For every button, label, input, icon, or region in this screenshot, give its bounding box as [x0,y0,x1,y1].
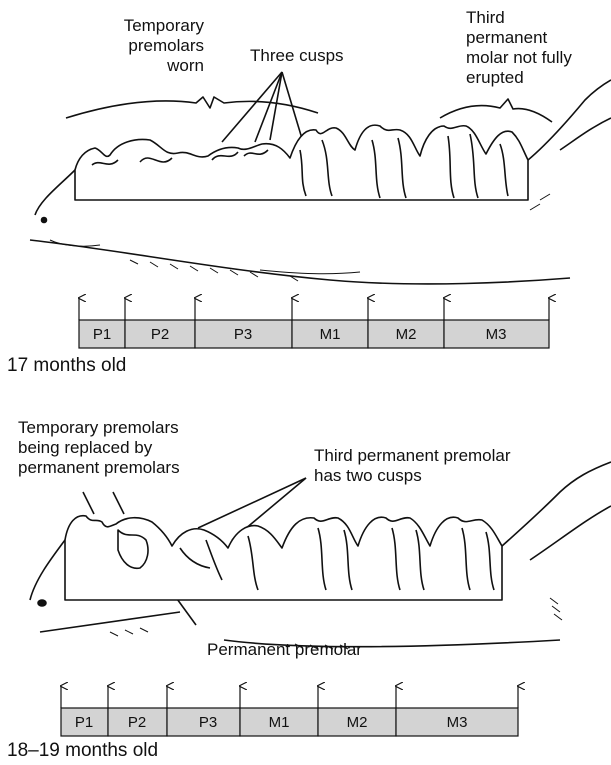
age-label-18-19-months: 18–19 months old [7,740,158,762]
teeth-row [65,516,502,600]
label-three-cusps: Three cusps [250,46,344,66]
segment-label-P1: P1 [93,326,111,343]
segment-label-M2: M2 [347,714,368,731]
segment-bar-18-19-months: P1 P2 P3 M1 M2 M3 [61,686,518,736]
segment-bar-17-months: P1 P2 P3 M1 M2 M3 [79,298,549,348]
segment-label-M1: M1 [269,714,290,731]
bracket-third-molar [440,99,552,122]
segment-label-P2: P2 [128,714,146,731]
bracket-temporary-premolars [66,97,318,118]
segment-label-P3: P3 [234,326,252,343]
segment-label-P3: P3 [199,714,217,731]
segment-label-P1: P1 [75,714,93,731]
segment-label-P2: P2 [151,326,169,343]
segment-label-M2: M2 [396,326,417,343]
age-label-17-months: 17 months old [7,355,126,377]
label-permanent-premolar: Permanent premolar [207,640,362,660]
jaw-18-19-months [30,462,611,649]
jaw-17-months [30,72,611,284]
segment-label-M1: M1 [320,326,341,343]
label-temporary-premolars-worn: Temporary premolars worn [100,16,204,76]
label-third-molar-not-erupted: Third permanent molar not fully erupted [466,8,572,88]
label-temporary-being-replaced: Temporary premolars being replaced by pe… [18,418,180,478]
segment-label-M3: M3 [447,714,468,731]
label-third-premolar-two-cusps: Third permanent premolar has two cusps [314,446,511,486]
segment-label-M3: M3 [486,326,507,343]
